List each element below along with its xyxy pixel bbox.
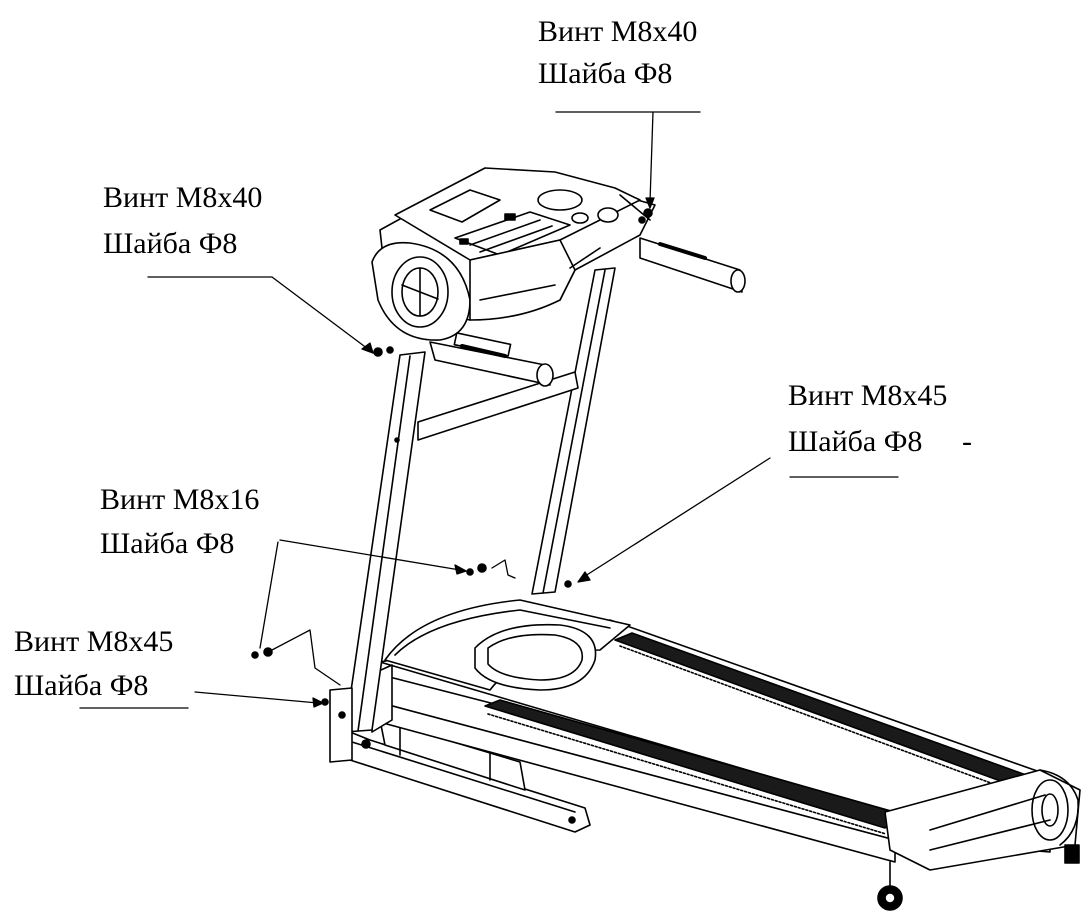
label-lower-left-screw: Винт М8х45 bbox=[14, 625, 174, 658]
handrails bbox=[429, 237, 746, 387]
deck bbox=[369, 599, 1081, 911]
label-middle-left-screw: Винт М8х16 bbox=[100, 483, 260, 516]
label-top-right-washer: Шайба Ф8 bbox=[538, 57, 673, 90]
label-top-right-screw: Винт М8х40 bbox=[538, 15, 698, 48]
label-right-washer: Шайба Ф8 bbox=[788, 425, 923, 458]
label-right-mark: - bbox=[962, 425, 972, 458]
uprights bbox=[329, 267, 616, 763]
leader-lines bbox=[79, 111, 899, 709]
label-lower-left-washer: Шайба Ф8 bbox=[14, 669, 149, 702]
label-upper-left-screw: Винт М8х40 bbox=[103, 181, 263, 214]
console bbox=[371, 167, 656, 341]
label-upper-left-washer: Шайба Ф8 bbox=[103, 227, 238, 260]
label-middle-left-washer: Шайба Ф8 bbox=[100, 527, 235, 560]
label-right-screw: Винт М8х45 bbox=[788, 379, 948, 412]
